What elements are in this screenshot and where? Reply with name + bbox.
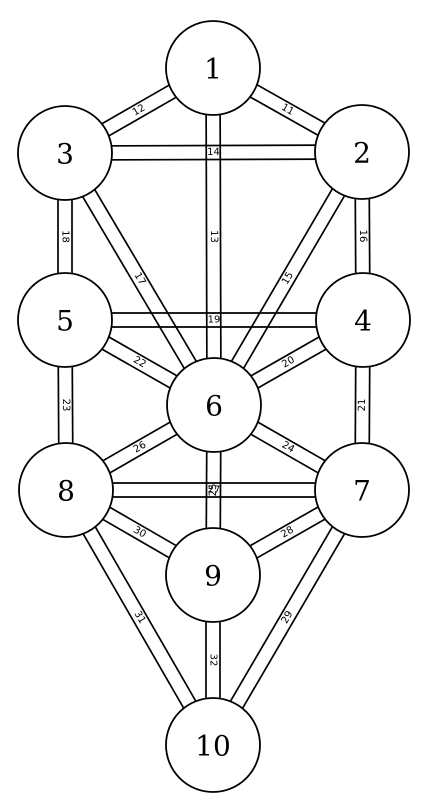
node-label: 8 bbox=[57, 475, 75, 508]
path-15-edge bbox=[219, 155, 369, 409]
path-label: 23 bbox=[60, 399, 71, 412]
node-label: 10 bbox=[195, 730, 231, 763]
path-label: 26 bbox=[132, 440, 149, 456]
path-31-edge bbox=[59, 493, 208, 749]
path-label: 25 bbox=[208, 484, 219, 497]
path-27: 27 bbox=[66, 482, 362, 498]
node-4: 4 bbox=[315, 272, 411, 368]
node-circle bbox=[17, 272, 113, 368]
node-6: 6 bbox=[166, 357, 262, 453]
node-1: 1 bbox=[165, 20, 261, 116]
path-label: 21 bbox=[357, 399, 368, 412]
path-label: 16 bbox=[357, 230, 368, 243]
path-14-edge bbox=[65, 158, 363, 161]
path-label: 19 bbox=[208, 315, 221, 326]
node-circle bbox=[314, 104, 410, 200]
node-circle bbox=[166, 357, 262, 453]
path-29-edge bbox=[218, 493, 369, 749]
path-label: 12 bbox=[131, 103, 148, 119]
path-14-edge bbox=[64, 144, 362, 147]
node-circle bbox=[314, 442, 410, 538]
node-circle bbox=[165, 20, 261, 116]
path-13-edge bbox=[205, 68, 208, 406]
path-label: 28 bbox=[279, 525, 296, 541]
path-17-edge bbox=[70, 149, 221, 402]
path-31: 31 bbox=[59, 486, 220, 749]
path-19: 19 bbox=[65, 312, 363, 328]
path-label: 13 bbox=[208, 230, 219, 243]
node-circle bbox=[17, 105, 113, 201]
path-29-edge bbox=[206, 486, 357, 742]
node-8: 8 bbox=[18, 442, 114, 538]
path-17-edge bbox=[58, 156, 209, 409]
path-13-edge bbox=[219, 67, 222, 405]
node-label: 3 bbox=[56, 138, 74, 171]
node-label: 2 bbox=[353, 137, 371, 170]
node-5: 5 bbox=[17, 272, 113, 368]
node-label: 7 bbox=[353, 475, 371, 508]
node-label: 4 bbox=[354, 305, 372, 338]
path-15-edge bbox=[207, 148, 357, 402]
node-label: 6 bbox=[205, 390, 223, 423]
path-label: 22 bbox=[131, 355, 148, 371]
path-31-edge bbox=[71, 486, 220, 742]
path-label: 11 bbox=[279, 102, 295, 118]
node-label: 1 bbox=[204, 53, 222, 86]
path-label: 24 bbox=[280, 440, 297, 456]
path-label: 14 bbox=[207, 147, 220, 158]
node-label: 9 bbox=[204, 560, 222, 593]
node-9: 9 bbox=[165, 527, 261, 623]
node-circle bbox=[315, 272, 411, 368]
path-13: 13 bbox=[205, 67, 222, 406]
node-circle bbox=[165, 697, 261, 793]
node-2: 2 bbox=[314, 104, 410, 200]
path-14: 14 bbox=[64, 144, 363, 161]
path-label: 20 bbox=[280, 355, 297, 371]
node-3: 3 bbox=[17, 105, 113, 201]
path-label: 27 bbox=[208, 485, 221, 496]
node-circle bbox=[165, 527, 261, 623]
node-circle bbox=[18, 442, 114, 538]
path-label: 18 bbox=[60, 230, 71, 243]
node-7: 7 bbox=[314, 442, 410, 538]
path-label: 32 bbox=[208, 654, 219, 667]
node-10: 10 bbox=[165, 697, 261, 793]
node-label: 5 bbox=[56, 305, 74, 338]
